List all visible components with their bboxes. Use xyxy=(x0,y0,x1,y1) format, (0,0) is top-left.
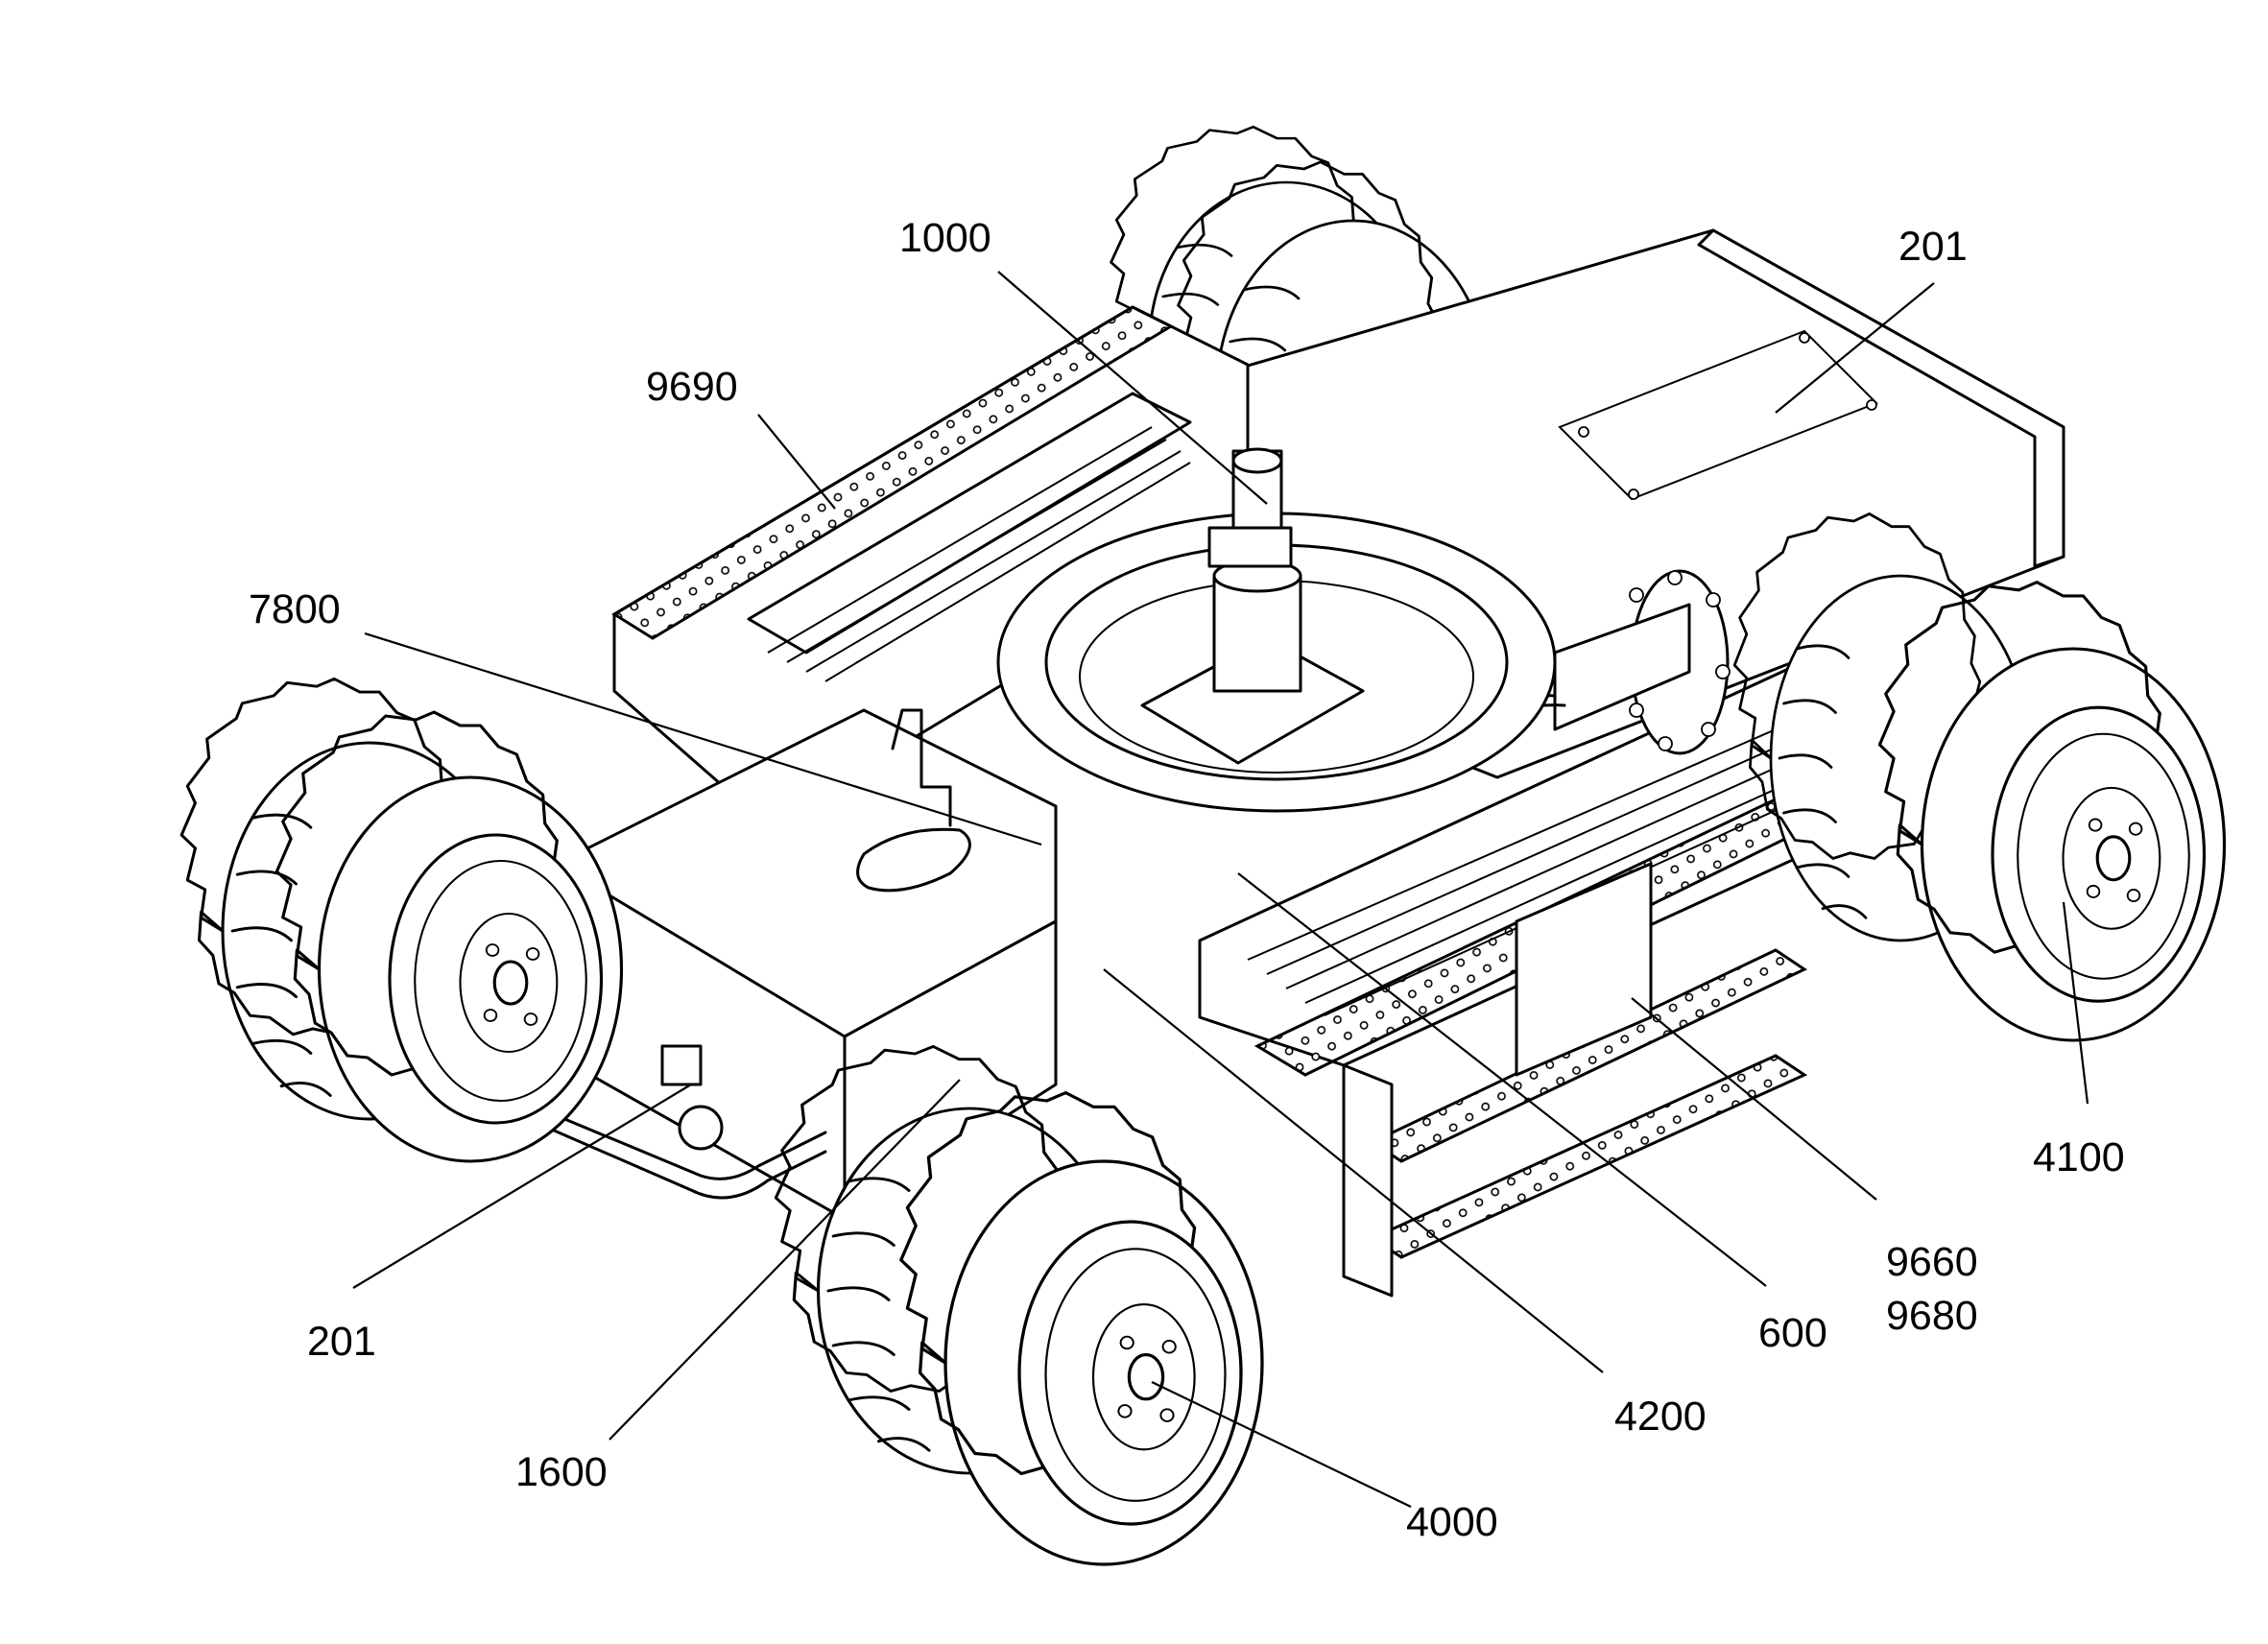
callout-1600: 1600 xyxy=(515,1449,608,1495)
callout-4200: 4200 xyxy=(1614,1394,1707,1440)
callout-600: 600 xyxy=(1758,1310,1827,1356)
slewing-ring xyxy=(996,447,1557,813)
callout-201-top: 201 xyxy=(1898,224,1968,270)
callout-201-bottom: 201 xyxy=(307,1319,376,1365)
callout-4000: 4000 xyxy=(1406,1499,1498,1545)
leader-lines xyxy=(352,271,2089,1508)
callout-9690: 9690 xyxy=(646,364,738,410)
callout-9660: 9660 xyxy=(1886,1239,1978,1285)
callout-1000: 1000 xyxy=(899,215,991,261)
callout-7800: 7800 xyxy=(249,586,341,632)
callout-4100: 4100 xyxy=(2033,1134,2125,1180)
callout-9680: 9680 xyxy=(1886,1293,1978,1339)
